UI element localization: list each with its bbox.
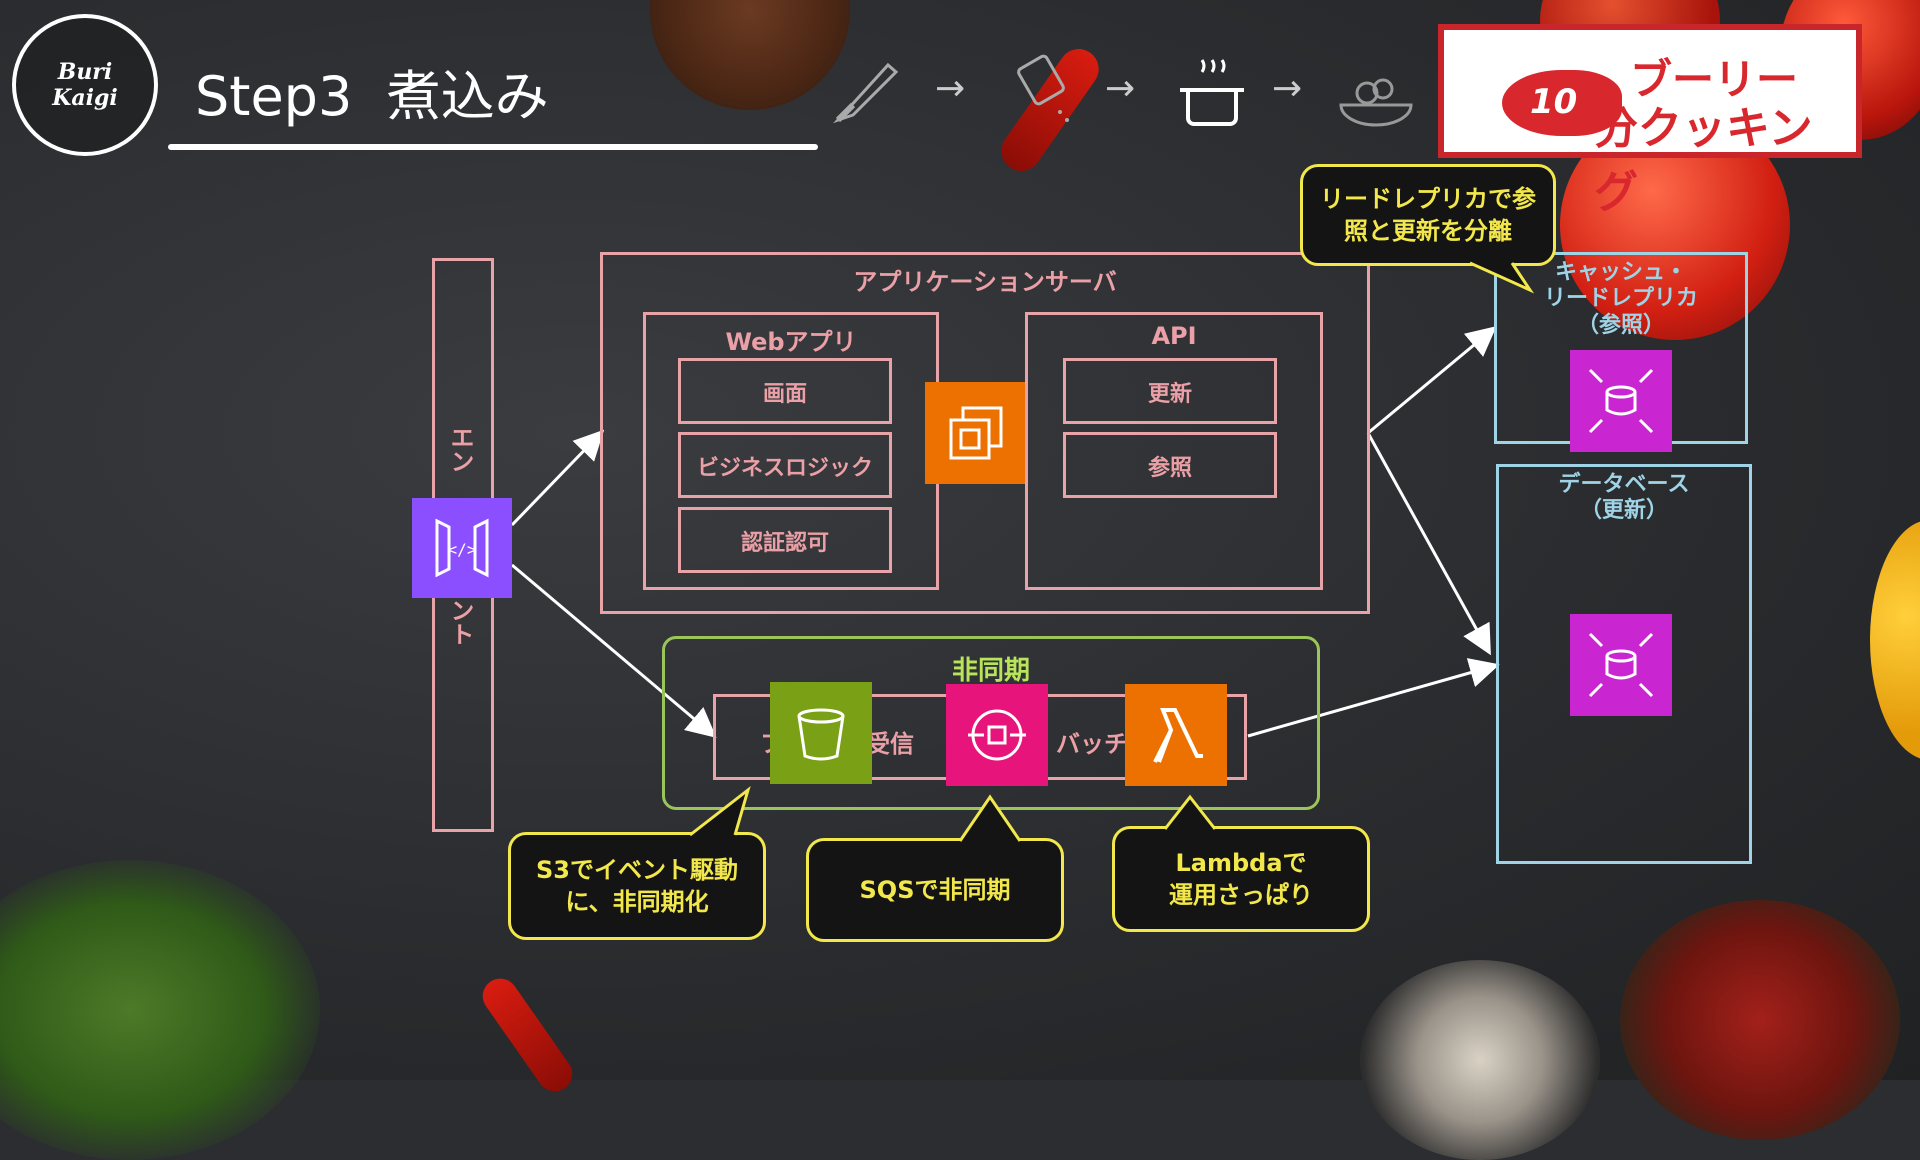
fish-logo-icon [1502,70,1622,136]
dish-icon [1335,55,1417,135]
callout-read-replica: リードレプリカで参 照と更新を分離 [1300,164,1556,266]
callout-s3: S3でイベント駆動 に、非同期化 [508,832,766,940]
webapp-item-auth-label: 認証認可 [740,531,829,556]
endpoint-label-bottom: ント [446,598,474,646]
arrow-endpoint-to-app [510,429,605,527]
buri-kaigi-logo: Buri Kaigi [12,14,158,156]
db-label: データベース （更新） [1558,472,1690,524]
async-label: 非同期 [951,656,1030,686]
webapp-item-business-logic-label: ビジネスロジック [696,456,873,481]
step-arrow-1: → [935,68,966,109]
webapp-label: Webアプリ [725,328,857,356]
webapp-item-screen [678,358,892,424]
api-item-read [1063,432,1277,498]
ec2-icon[interactable] [925,382,1027,484]
endpoint-label-top: エン [446,425,474,473]
lambda-icon[interactable] [1125,684,1227,786]
arrow-app-to-db [1366,432,1491,656]
elasticache-icon[interactable] [1570,350,1672,452]
step-arrow-2: → [1105,68,1136,109]
arrow-endpoint-to-async [511,563,717,738]
cache-label: キャッシュ・ リードレプリカ （参照） [1543,260,1698,338]
seasoning-icon [1005,50,1085,130]
step-arrow-3: → [1272,68,1303,109]
connector-arrows [510,326,1500,738]
api-box [1025,312,1323,590]
api-item-update [1063,358,1277,424]
logo-text-top: Buri [57,59,113,85]
async-text-mid: 受信 [866,730,914,758]
svg-text:</>: </> [448,540,477,559]
webapp-item-auth [678,507,892,573]
webapp-item-screen-label: 画面 [762,382,807,407]
api-item-read-label: 参照 [1147,456,1192,481]
callout-lambda: Lambdaで 運用さっぱり [1112,826,1370,932]
app-server-label: アプリケーションサーバ [853,268,1117,296]
arrow-async-to-db [1247,658,1500,738]
sqs-icon[interactable] [946,684,1048,786]
brand-line2: 分クッキング [1594,103,1813,218]
api-item-update-label: 更新 [1147,382,1192,407]
title-underline [168,144,818,150]
api-gateway-icon[interactable]: </> [412,498,512,598]
callout-tail-lambda [1163,794,1217,830]
page-title: Step3 煮込み [195,65,549,128]
brand-line1: ブーリー [1630,55,1799,104]
callout-tails [689,261,1535,842]
arrow-app-to-cache [1367,326,1497,435]
callout-tail-s3 [689,785,751,837]
logo-text-bottom: Kaigi [52,85,118,111]
brand-number: 10 [1530,82,1578,122]
s3-icon[interactable] [770,682,872,784]
callout-tail-sqs [958,794,1022,842]
brand-card: 10 ブーリー 分クッキング [1438,24,1862,218]
rds-icon[interactable] [1570,614,1672,716]
callout-tail-read-replica [1469,261,1535,294]
async-text-right: バッチ [1056,730,1128,758]
api-label: API [1151,322,1197,350]
app-server-box [600,252,1370,614]
knife-icon [828,50,908,130]
db-box [1496,464,1752,864]
webapp-item-business-logic [678,432,892,498]
pot-icon [1170,50,1254,134]
callout-sqs: SQSで非同期 [806,838,1064,942]
